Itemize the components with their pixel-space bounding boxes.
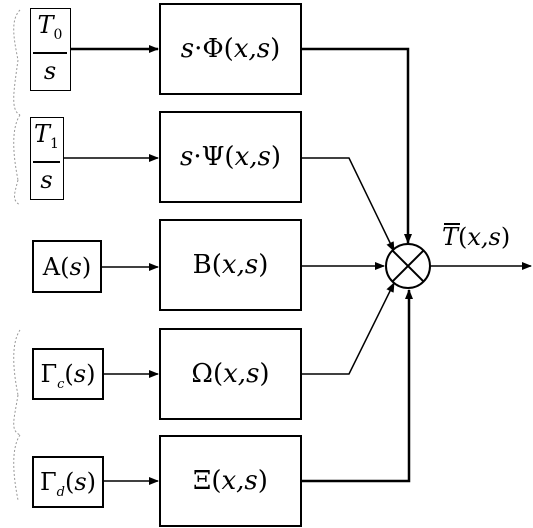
input-gc-box: Γc(s) bbox=[32, 348, 104, 400]
input-t0-fraction: T0 s bbox=[31, 11, 69, 85]
input-a-box: A(s) bbox=[32, 240, 102, 293]
input-gc-sub: c bbox=[57, 376, 65, 392]
output-func: T bbox=[442, 223, 459, 251]
input-t1-fraction: T1 s bbox=[31, 120, 62, 194]
input-t1-num: T bbox=[34, 120, 51, 148]
input-t0-box: T0 s bbox=[30, 8, 71, 91]
block-psi-dot: · bbox=[193, 142, 202, 172]
input-gd-label: Γd(s) bbox=[39, 468, 97, 500]
input-gd-box: Γd(s) bbox=[32, 456, 104, 508]
input-gd-arg: s bbox=[74, 468, 87, 496]
block-xi-func: Ξ bbox=[193, 466, 212, 496]
block-psi-pre: s bbox=[179, 142, 194, 172]
output-label: T (x,s) bbox=[442, 223, 511, 251]
block-omega-label: Ω(x,s) bbox=[191, 359, 270, 389]
output-bar bbox=[444, 223, 461, 225]
input-a-func: A bbox=[42, 253, 61, 281]
brace-bottom bbox=[13, 329, 21, 501]
input-gc-label: Γc(s) bbox=[40, 360, 96, 392]
block-phi-pre: s bbox=[180, 34, 195, 64]
block-xi-label: Ξ(x,s) bbox=[193, 466, 268, 496]
block-b-args: x,s bbox=[221, 250, 259, 280]
block-phi-label: s·Φ(x,s) bbox=[180, 34, 281, 64]
block-phi-func: Φ bbox=[202, 34, 224, 64]
fraction-bar bbox=[33, 51, 67, 54]
arrow-omega-sum bbox=[302, 282, 395, 375]
arrow-phi-sum bbox=[302, 47, 412, 244]
block-psi-func: Ψ bbox=[201, 142, 225, 172]
block-phi: s·Φ(x,s) bbox=[159, 3, 302, 95]
brace-top bbox=[13, 9, 21, 206]
block-omega: Ω(x,s) bbox=[159, 328, 302, 420]
input-gc-func: Γ bbox=[40, 360, 58, 388]
input-a-label: A(s) bbox=[42, 253, 92, 281]
block-xi: Ξ(x,s) bbox=[159, 435, 302, 527]
input-t0-sub: 0 bbox=[53, 26, 63, 43]
block-omega-args: x,s bbox=[223, 359, 260, 389]
arrow-psi-sum bbox=[302, 157, 395, 252]
block-b-func: B bbox=[192, 250, 212, 280]
input-gc-arg: s bbox=[73, 360, 87, 388]
input-t1-box: T1 s bbox=[30, 117, 64, 200]
arrow-xi-sum bbox=[302, 289, 413, 483]
block-psi: s·Ψ(x,s) bbox=[159, 111, 302, 203]
block-psi-label: s·Ψ(x,s) bbox=[179, 142, 281, 172]
output-args: x,s bbox=[467, 223, 501, 251]
input-a-arg: s bbox=[69, 253, 82, 281]
input-t1-sub: 1 bbox=[50, 135, 59, 152]
block-b-label: B(x,s) bbox=[192, 250, 269, 280]
block-psi-args: x,s bbox=[234, 142, 271, 172]
block-xi-args: x,s bbox=[221, 466, 258, 496]
summing-junction bbox=[385, 243, 431, 289]
input-t1-den: s bbox=[40, 165, 53, 194]
input-t0-den: s bbox=[43, 56, 57, 85]
block-omega-func: Ω bbox=[191, 359, 213, 389]
input-gd-func: Γ bbox=[39, 468, 57, 496]
input-t0-num: T bbox=[37, 11, 54, 39]
input-gd-sub: d bbox=[56, 484, 65, 500]
block-b: B(x,s) bbox=[159, 219, 302, 311]
block-phi-dot: · bbox=[194, 34, 203, 64]
block-phi-args: x,s bbox=[233, 34, 271, 64]
fraction-bar bbox=[33, 160, 60, 163]
